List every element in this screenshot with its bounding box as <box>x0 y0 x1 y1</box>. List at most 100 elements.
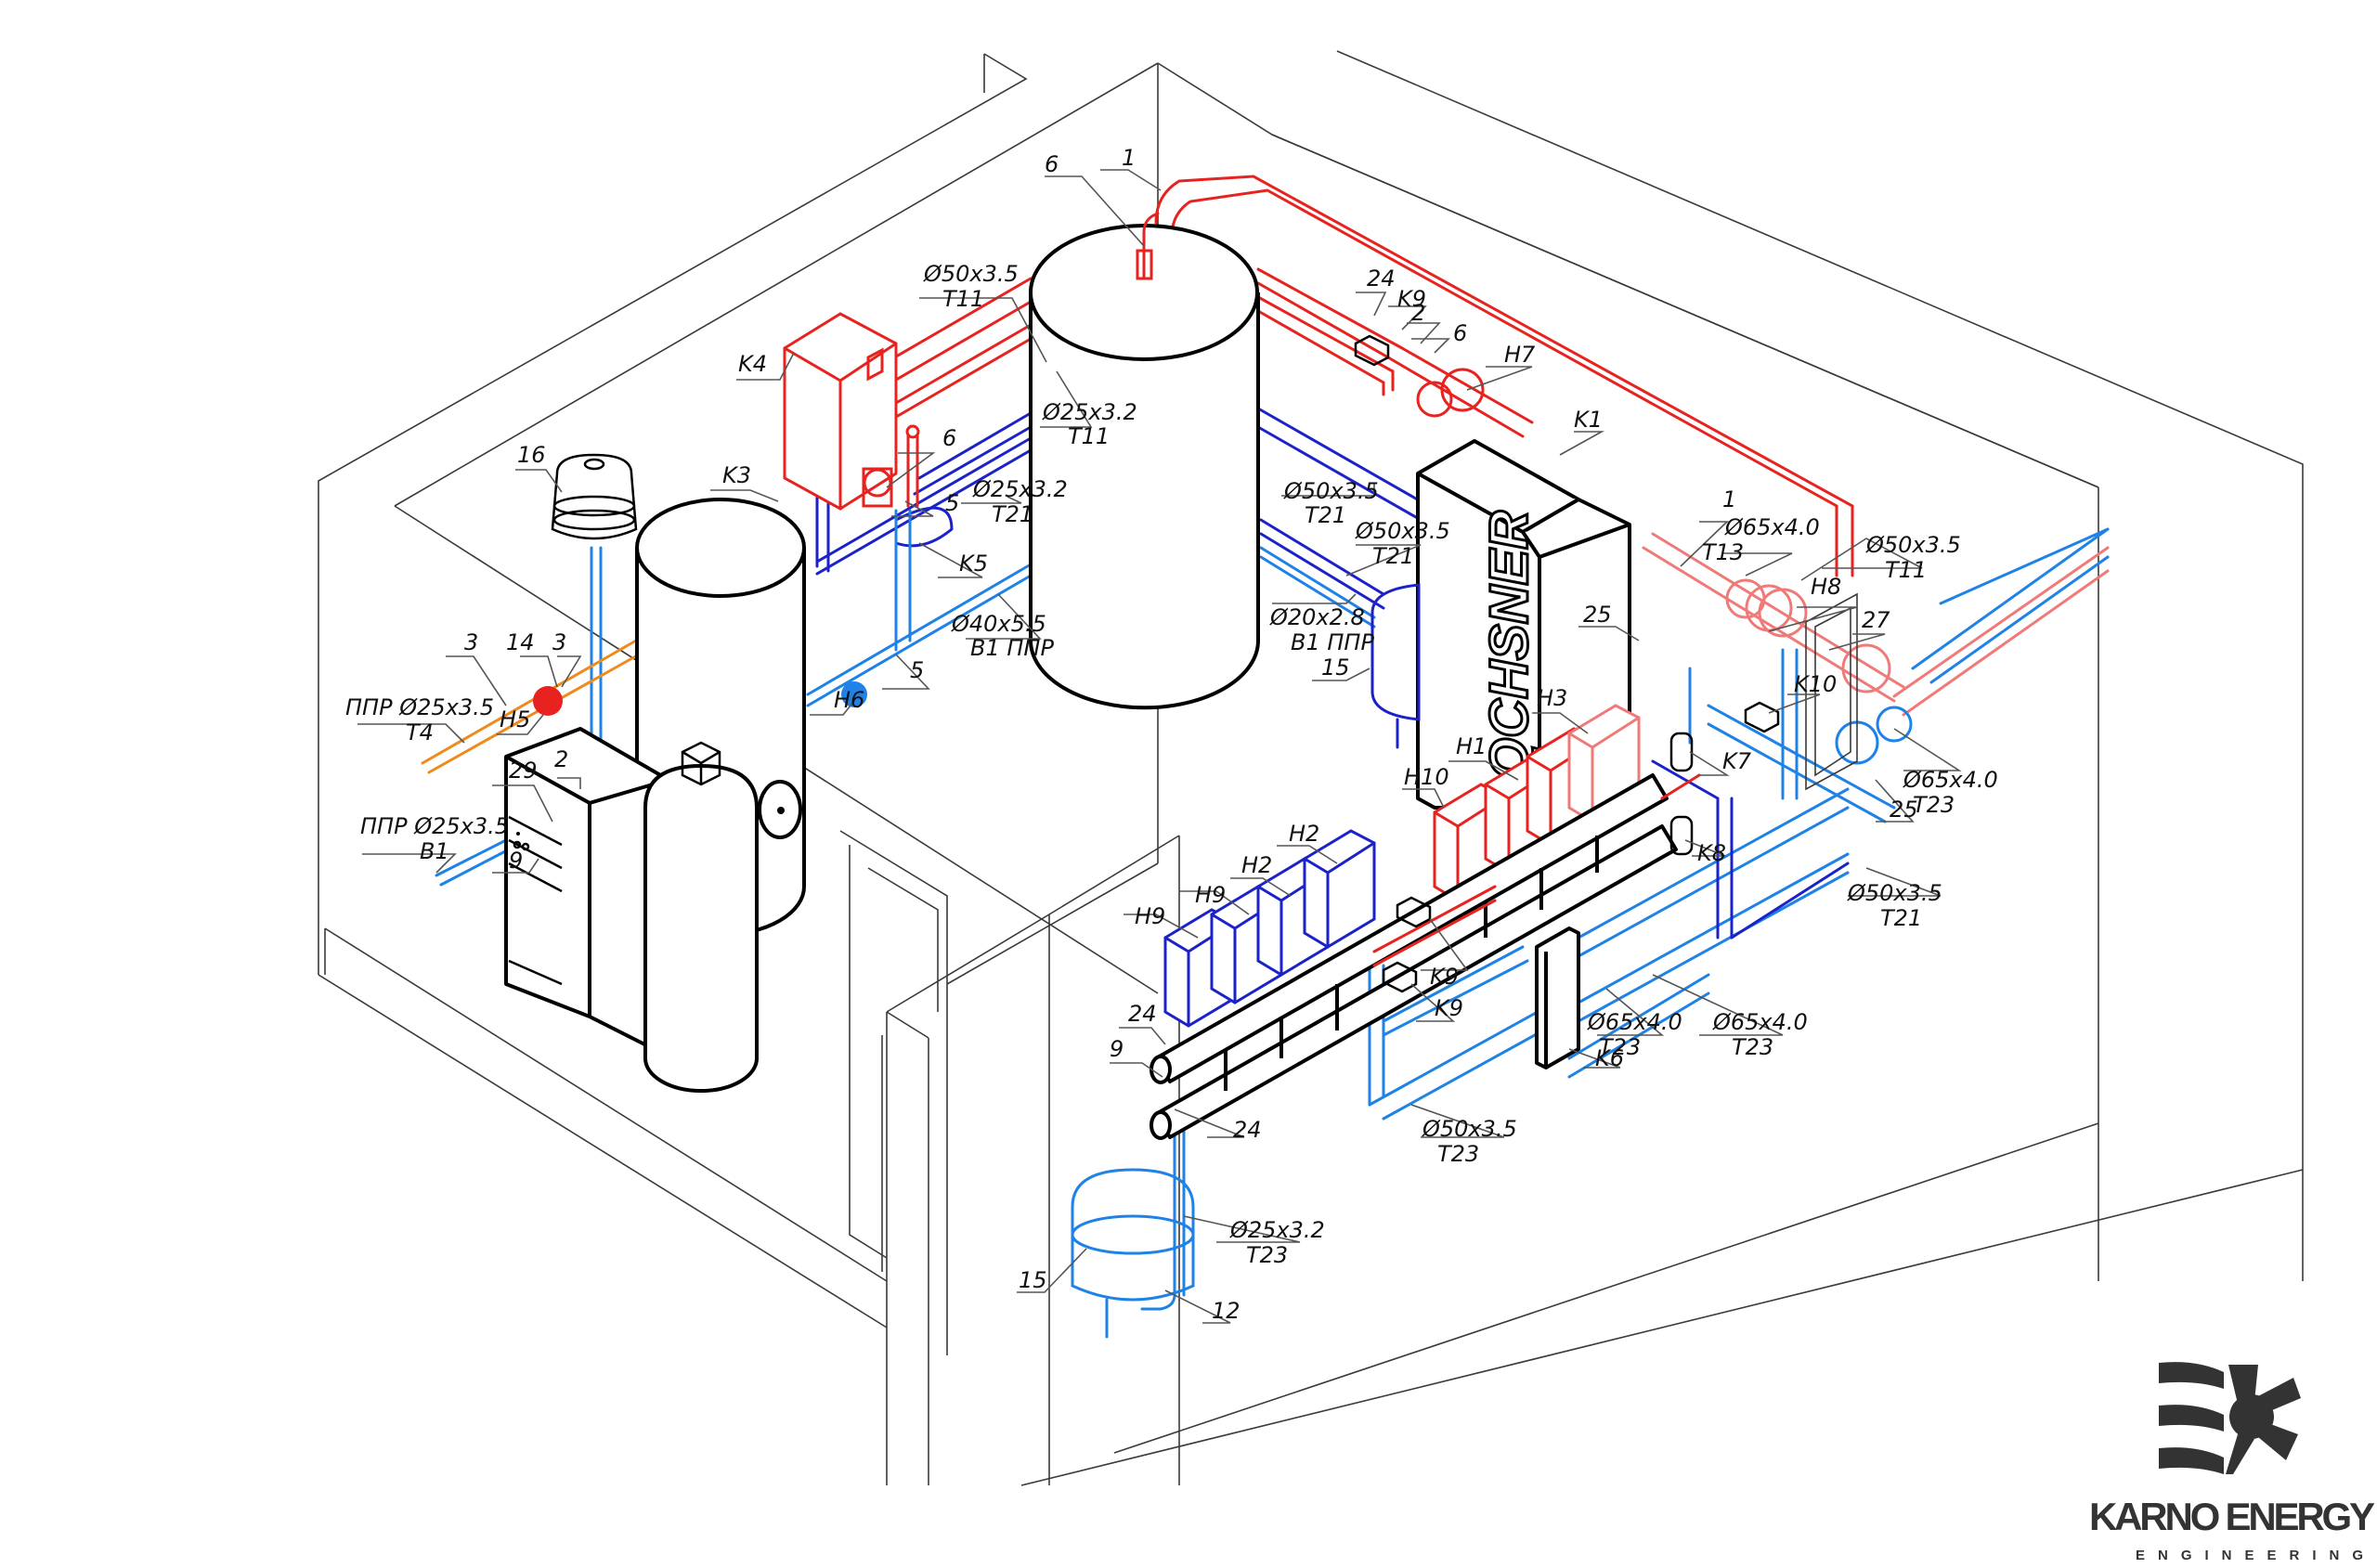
label-h2-second: H2 <box>1241 852 1272 878</box>
label-k6: K6 <box>1595 1045 1624 1071</box>
label-k7: K7 <box>1722 748 1752 774</box>
label-r9-left: 9 <box>1110 1036 1124 1062</box>
label-h9-second: H9 <box>1135 903 1165 929</box>
pump-h6-body <box>841 681 867 707</box>
label-k9-mid-a: K9 <box>1430 964 1459 990</box>
logo-name: KARNO ENERGY <box>2089 1495 2375 1538</box>
label-pipe-t21-small-code: T21 <box>992 501 1033 527</box>
label-pipe-t11-top-size: Ø50x3.5 <box>923 261 1019 287</box>
label-pipe-t23-vessel-size: Ø25x3.2 <box>1229 1217 1325 1243</box>
callout-leaders <box>357 169 1962 1324</box>
label-k1: K1 <box>1574 407 1603 433</box>
label-r24-bottom: 24 <box>1233 1117 1262 1143</box>
label-vessel-16: 16 <box>517 442 546 468</box>
label-pipe-t23-mid-b-code: T23 <box>1732 1034 1773 1060</box>
label-pipe-t21-a-code: T21 <box>1305 502 1346 528</box>
label-pipe-t23-right-code: T23 <box>1913 792 1955 818</box>
pipe-t23-low-loop <box>1368 945 1562 1121</box>
label-pipe-b1-code: B1 ППР <box>970 635 1054 661</box>
label-softener-2: 2 <box>554 746 568 772</box>
heat-pump-k1: QCHSNER <box>1416 439 1631 817</box>
label-r25-top: 25 <box>1583 602 1612 628</box>
label-h7: H7 <box>1504 342 1536 368</box>
expansion-vessel-15-lower <box>1071 1168 1195 1339</box>
label-pipe-t21-a-size: Ø50x3.5 <box>1283 478 1379 504</box>
label-h6: H6 <box>834 687 864 713</box>
air-separator-k7 <box>1669 732 1694 772</box>
label-pipe-t13-size: Ø65x4.0 <box>1724 514 1820 540</box>
pipe-t23-to-vessel <box>1140 1126 1186 1311</box>
pipe-t21-back-right <box>1256 407 1422 628</box>
pump-h7 <box>1416 368 1485 418</box>
label-k4: K4 <box>738 351 767 377</box>
label-circ-14: 14 <box>506 629 535 655</box>
control-box-k9-top <box>1354 334 1390 367</box>
label-r24-top: 24 <box>1367 266 1396 292</box>
label-h2-top: H2 <box>1289 821 1319 847</box>
pipe-t23-network <box>1567 648 1913 1079</box>
room-walls <box>318 50 2304 1486</box>
dirt-separator-k8 <box>1669 815 1694 856</box>
filter-column <box>643 741 759 1093</box>
label-softener-29: 29 <box>509 758 538 784</box>
hydraulic-separator-k6 <box>1535 927 1580 1069</box>
label-b1-valve-5: 5 <box>910 657 924 683</box>
label-pipe-t4-size: ППР Ø25x3.5 <box>345 694 494 720</box>
boiler-k4 <box>783 312 920 511</box>
pump-h5-body <box>533 686 563 716</box>
label-pipe-t4-code: T4 <box>406 719 434 745</box>
label-circ-3a: 3 <box>464 629 478 655</box>
label-pipe-b1-small-size: Ø20x2.8 <box>1269 604 1365 630</box>
label-r12: 12 <box>1212 1298 1240 1324</box>
label-pipe-t11-small-code: T11 <box>1068 423 1110 449</box>
label-k9-mid-b: K9 <box>1435 995 1463 1021</box>
label-pipe-t11-top-code: T11 <box>942 286 984 312</box>
label-k10: K10 <box>1794 671 1837 697</box>
label-pipe-t23-mid-a-size: Ø65x4.0 <box>1587 1009 1682 1035</box>
pump-h8 <box>1725 578 1793 632</box>
label-tank-top-6: 6 <box>1045 151 1059 177</box>
label-h8: H8 <box>1811 574 1841 600</box>
label-pipe-t23-vessel-code: T23 <box>1246 1242 1288 1268</box>
label-k8: K8 <box>1697 840 1726 866</box>
label-r1-right: 1 <box>1722 486 1736 512</box>
label-pipe-t23-low-code: T23 <box>1437 1141 1479 1167</box>
label-softener-9: 9 <box>509 848 523 874</box>
brand-text: QCHSNER <box>1479 511 1539 780</box>
label-pipe-t21-right-size: Ø50x3.5 <box>1847 880 1942 906</box>
label-h9-first: H9 <box>1195 882 1226 908</box>
pump-group-blue <box>1163 829 1376 1028</box>
label-k9-top: K9 <box>1397 286 1426 312</box>
pipe-vessel-16-riser <box>590 546 603 745</box>
buffer-tank-center <box>1029 212 1260 710</box>
label-pipe-t21-b-size: Ø50x3.5 <box>1355 518 1450 544</box>
label-h1: H1 <box>1456 733 1487 759</box>
label-k4-valve-6: 6 <box>942 425 956 451</box>
pipe-outgoing-right <box>1642 527 2110 717</box>
label-pipe-b1-size: Ø40x5.5 <box>951 611 1046 637</box>
label-r2: 2 <box>1411 300 1425 326</box>
label-h10: H10 <box>1404 764 1449 790</box>
label-r25-bottom: 25 <box>1890 797 1918 823</box>
company-logo: KARNO ENERGY ENGINEERING <box>2089 1362 2376 1563</box>
label-pipe-b1-in-code: B1 <box>420 838 449 864</box>
label-pipe-b1-small-code: B1 ППР <box>1291 629 1374 655</box>
pipe-t4-circulation <box>421 639 641 774</box>
label-vessel-15-top: 15 <box>1321 654 1350 680</box>
control-box-k9-mid-b <box>1382 961 1418 993</box>
logo-tagline: ENGINEERING <box>2136 1548 2376 1563</box>
label-vessel-15-bottom: 15 <box>1019 1267 1047 1293</box>
expansion-vessel-15-upper <box>1370 583 1421 749</box>
label-r6: 6 <box>1453 320 1467 346</box>
wall-penetration-27 <box>1805 592 1858 791</box>
label-pipe-t23-mid-a-code: T23 <box>1599 1034 1641 1060</box>
label-h5: H5 <box>500 706 530 732</box>
pipe-b1-back-left <box>806 509 1033 707</box>
label-r27: 27 <box>1862 607 1890 633</box>
label-k3: K3 <box>722 462 751 488</box>
label-pipe-t21-small-size: Ø25x3.2 <box>972 476 1068 502</box>
label-circ-3b: 3 <box>552 629 566 655</box>
label-h3: H3 <box>1537 685 1567 711</box>
pipe-b1-inlet <box>435 838 511 887</box>
